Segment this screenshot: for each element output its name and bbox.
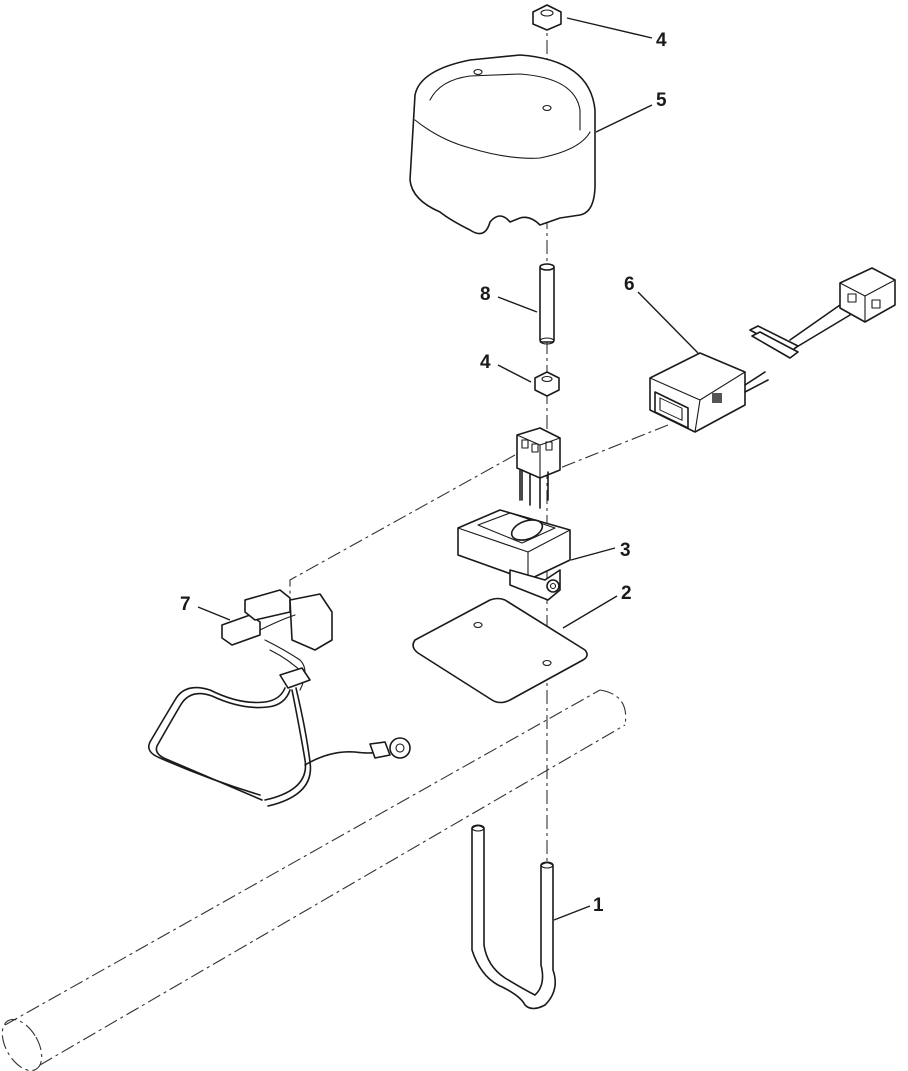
nut-top [532, 4, 562, 31]
wire-harness [147, 589, 411, 807]
callout-4-lower: 4 [480, 352, 491, 373]
cover [409, 54, 596, 235]
hour-meter [649, 267, 896, 433]
callout-3: 3 [620, 540, 631, 561]
callout-2: 2 [621, 583, 632, 604]
callout-8: 8 [480, 284, 491, 305]
callout-5: 5 [656, 90, 667, 111]
frame-tube [1, 689, 627, 1071]
nut-lower [534, 371, 560, 397]
u-bolt [471, 824, 556, 1010]
connector-line-meter [554, 424, 669, 471]
spacer-tube [539, 263, 555, 345]
callout-6: 6 [624, 274, 635, 295]
callout-7: 7 [180, 594, 191, 615]
leader-lines [197, 17, 699, 921]
callout-labels: 4 5 6 8 4 3 2 7 1 [180, 30, 667, 916]
mounting-plate [412, 597, 588, 704]
connector-line-harness [289, 454, 516, 605]
callout-1: 1 [593, 895, 604, 916]
callout-4-top: 4 [656, 30, 667, 51]
module-bracket [457, 427, 571, 601]
